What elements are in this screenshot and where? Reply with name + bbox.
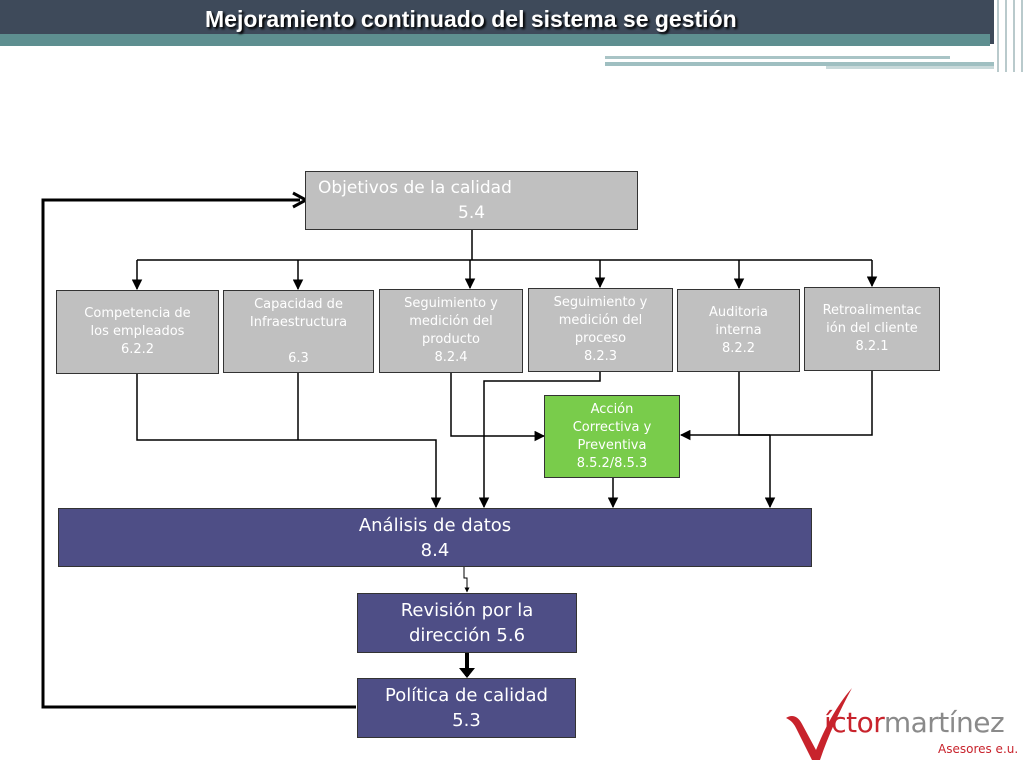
box-accion-correctiva-preventiva: Acción Correctiva y Preventiva 8.5.2/8.5… — [544, 395, 680, 478]
box-auditoria-interna: Auditoria interna 8.2.2 — [677, 289, 800, 372]
logo-name: íctormartínez — [824, 706, 1005, 739]
box-objetivos-title: Objetivos de la calidad — [318, 177, 512, 198]
company-logo: íctormartínez Asesores e.u. — [780, 682, 1020, 762]
box-capacidad-infraestructura: Capacidad de Infraestructura 6.3 — [223, 290, 374, 373]
box-label: Retroalimentac ión del cliente 8.2.1 — [822, 303, 922, 354]
arrow-seguimiento-producto-to-accion — [450, 373, 546, 442]
box-seguimiento-producto: Seguimiento y medición del producto 8.2.… — [379, 289, 523, 373]
box-label: Revisión por la dirección 5.6 — [400, 600, 534, 646]
header-stripes — [994, 0, 1024, 72]
logo-name-part1: íctor — [824, 706, 884, 739]
box-analisis-datos: Análisis de datos 8.4 — [58, 508, 812, 567]
logo-name-part2: martínez — [883, 706, 1005, 739]
box-revision-direccion: Revisión por la dirección 5.6 — [357, 593, 577, 653]
arrow-analisis-to-revision — [463, 567, 470, 593]
header-rule — [605, 56, 950, 59]
box-politica-calidad: Política de calidad 5.3 — [357, 678, 576, 738]
box-seguimiento-proceso: Seguimiento y medición del proceso 8.2.3 — [528, 288, 673, 372]
box-competencia-empleados: Competencia de los empleados 6.2.2 — [56, 290, 219, 374]
box-label: Política de calidad 5.3 — [385, 685, 548, 731]
box-retroalimentacion-cliente: Retroalimentac ión del cliente 8.2.1 — [804, 287, 940, 371]
box-label: Acción Correctiva y Preventiva 8.5.2/8.5… — [572, 401, 652, 471]
header-rule — [826, 66, 1006, 69]
box-objetivos-calidad: Objetivos de la calidad 5.4 — [305, 171, 638, 230]
feedback-loop-arrow — [41, 198, 356, 709]
box-label: Capacidad de Infraestructura 6.3 — [249, 296, 348, 366]
box-label: Auditoria interna 8.2.2 — [709, 304, 768, 356]
box-label: Seguimiento y medición del producto 8.2.… — [404, 296, 498, 365]
arrow-competencia-capacidad-to-analisis — [136, 374, 442, 509]
logo-subtitle: Asesores e.u. — [938, 742, 1019, 756]
header-rule — [605, 62, 1005, 66]
box-label: Competencia de los empleados 6.2.2 — [84, 306, 191, 357]
box-label: Análisis de datos 8.4 — [358, 514, 512, 561]
arrow-seguimiento-proceso-to-analisis — [478, 372, 601, 509]
box-label: Seguimiento y medición del proceso 8.2.3 — [553, 295, 648, 364]
logo-v-mark-icon — [786, 688, 852, 760]
slide-title: Mejoramiento continuado del sistema se g… — [205, 6, 737, 32]
header-band — [0, 34, 990, 46]
box-objetivos-number: 5.4 — [458, 202, 486, 223]
arrowhead — [459, 668, 475, 678]
connector-line — [738, 371, 873, 436]
